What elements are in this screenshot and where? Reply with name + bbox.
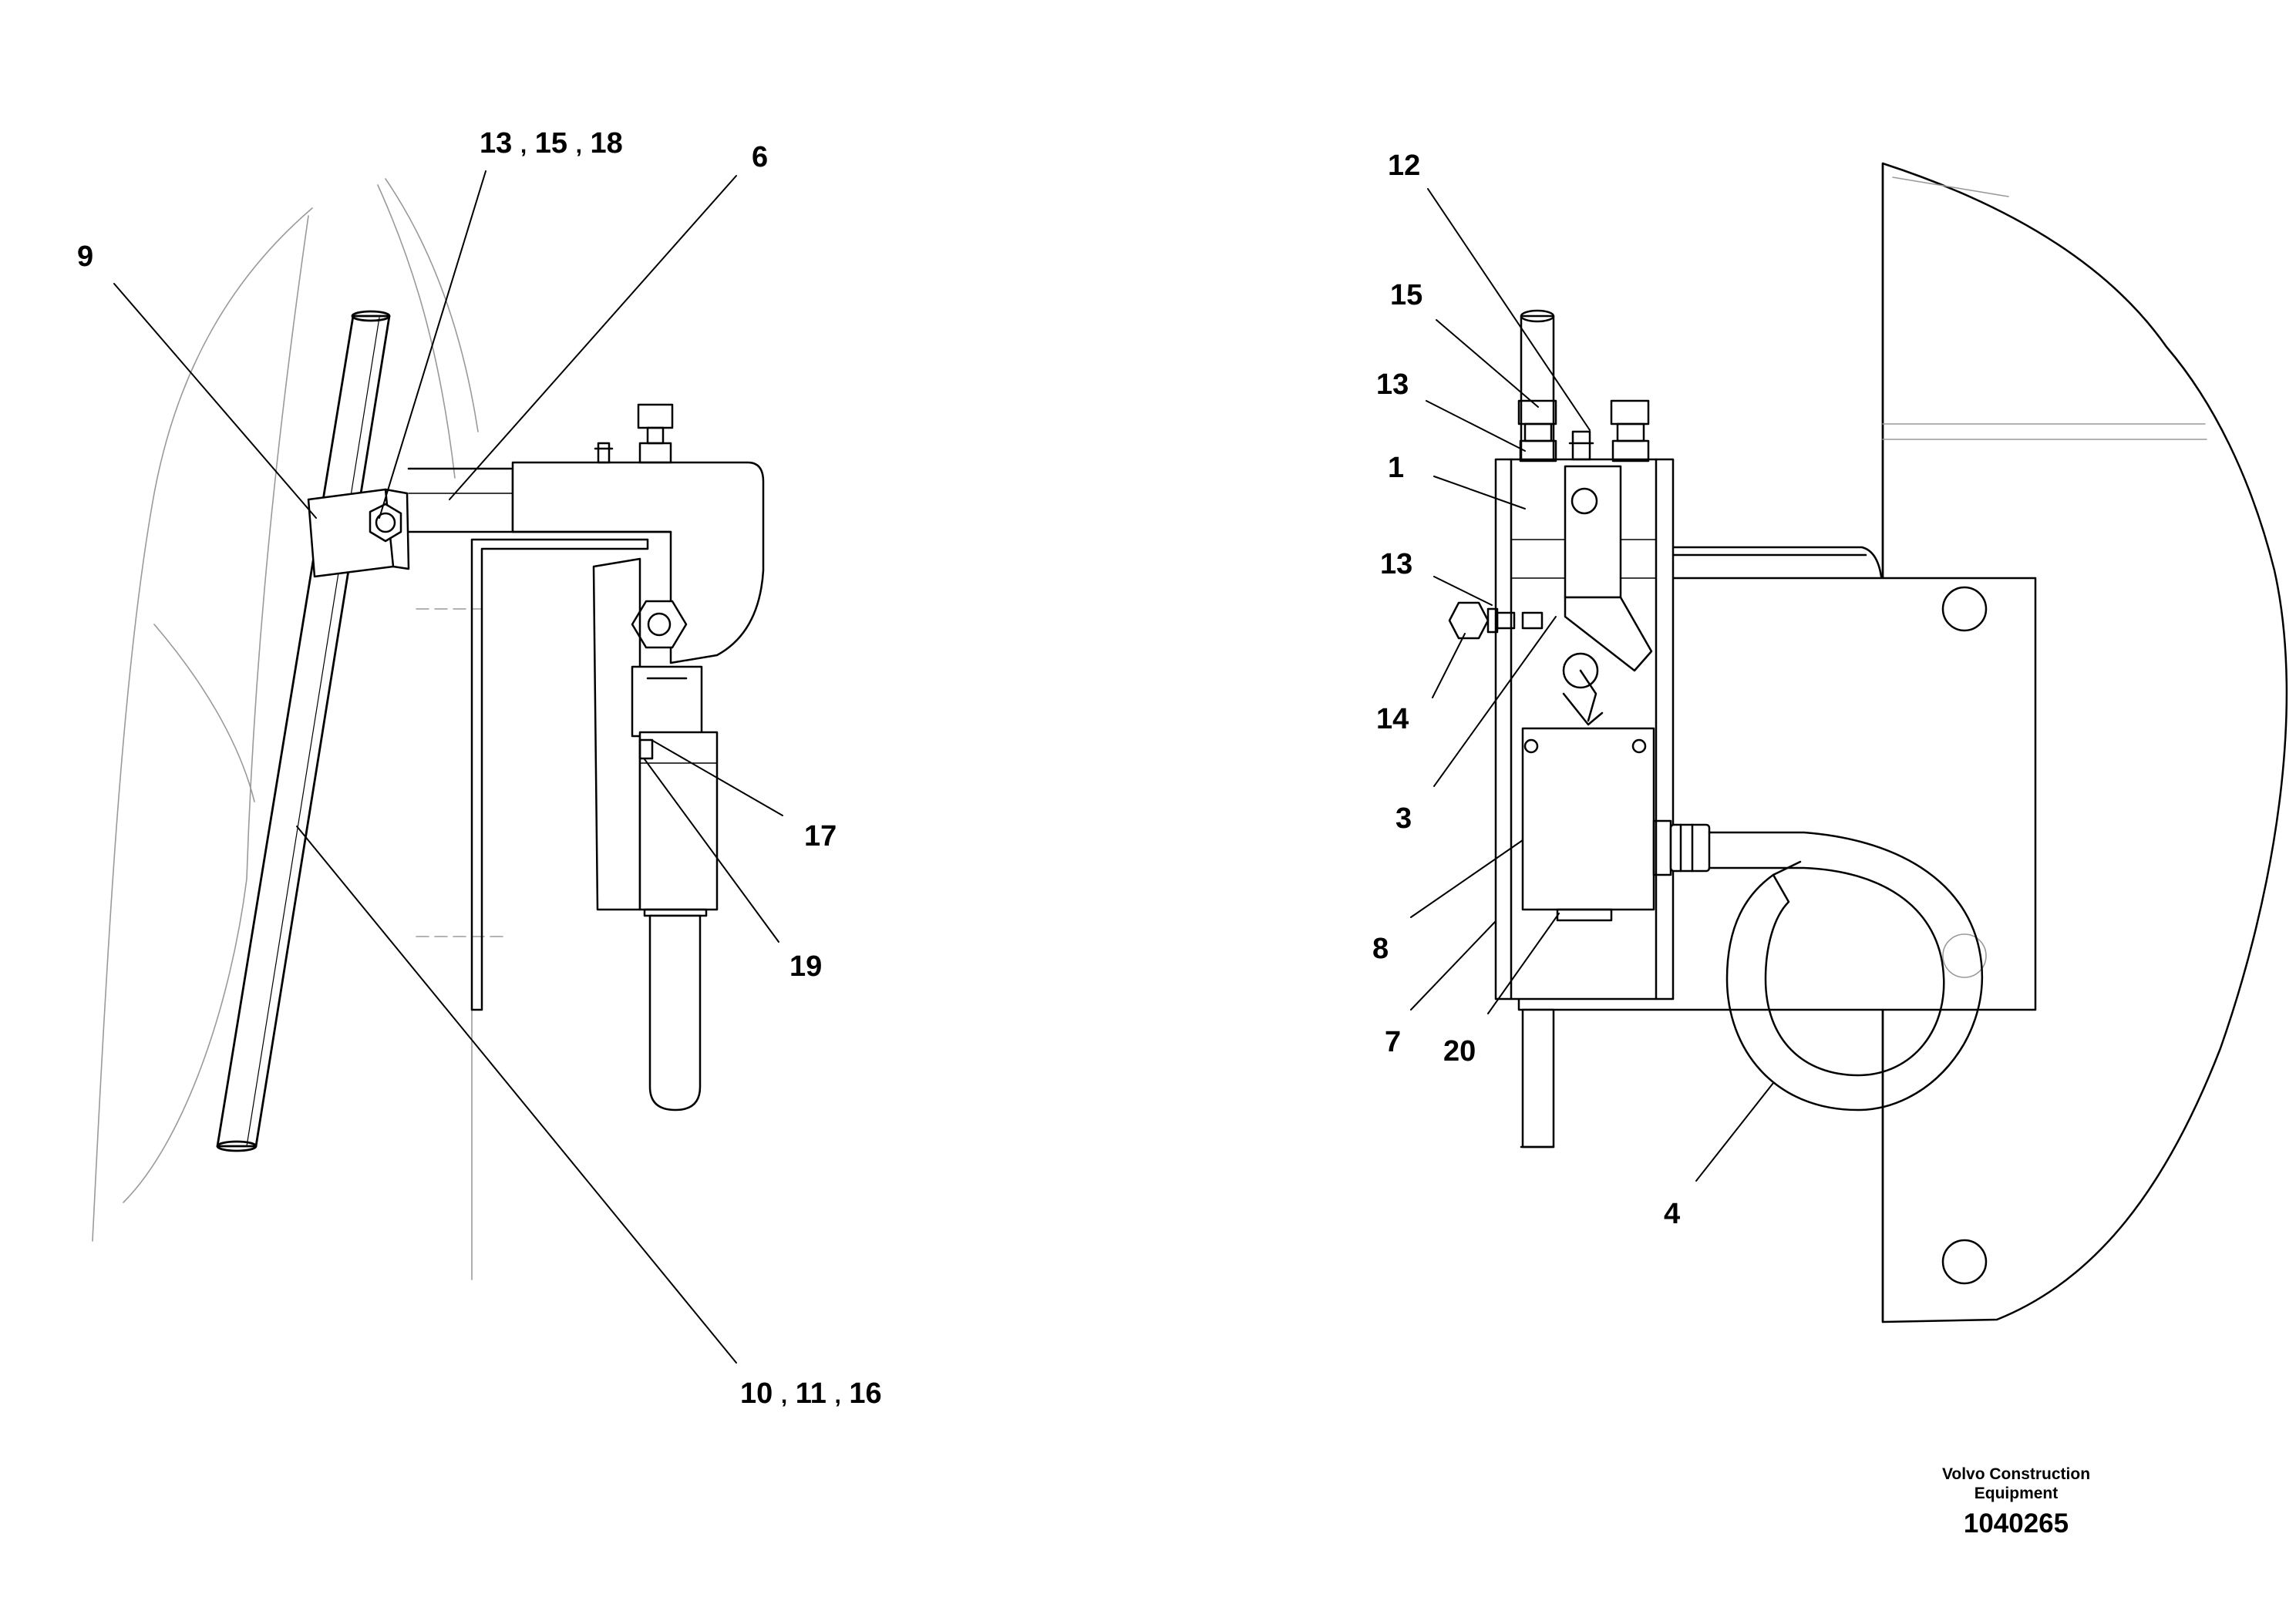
- callout-11: 11: [795, 1377, 826, 1410]
- callout-13: 13: [480, 127, 513, 160]
- leader-lines: [113, 170, 783, 1364]
- drawing-number: 1040265: [1963, 1508, 2069, 1539]
- company-name: Volvo Construction Equipment: [1904, 1465, 2128, 1503]
- vertical-rod-part: [1520, 309, 1555, 1148]
- background-panel-outline: [92, 178, 510, 1280]
- callout-separator: ,: [834, 1383, 841, 1408]
- company-name-line2: Equipment: [1974, 1485, 2059, 1503]
- rod-clamp-part: [307, 488, 410, 578]
- l-plate-part: [470, 538, 649, 1011]
- micro-switch-part: [1521, 727, 1655, 922]
- callout-9: 9: [77, 240, 94, 273]
- leader-lines: [1410, 188, 1774, 1182]
- company-name-line1: Volvo Construction: [1941, 1465, 2091, 1483]
- callout-20: 20: [1443, 1035, 1476, 1068]
- callout-6: 6: [752, 141, 769, 173]
- callout-4: 4: [1664, 1198, 1681, 1230]
- callout-12: 12: [1388, 150, 1421, 182]
- rod-part: [216, 310, 391, 1152]
- callout-10-11-16: 10 , 11 , 16: [740, 1379, 882, 1408]
- sensor-body-part: [631, 665, 719, 1111]
- callout-16: 16: [849, 1377, 882, 1410]
- callout-3: 3: [1395, 802, 1412, 835]
- callout-separator: ,: [780, 1383, 788, 1408]
- callout-13-right-top: 13: [1376, 368, 1409, 401]
- left-view: [92, 170, 783, 1364]
- callout-17: 17: [804, 820, 837, 853]
- connecting-arm-part: [407, 467, 514, 533]
- callout-8: 8: [1372, 933, 1389, 965]
- right-view: [1410, 162, 2288, 1323]
- side-bolt-part: [1448, 601, 1544, 640]
- callout-15: 15: [534, 127, 568, 160]
- callout-14: 14: [1376, 703, 1409, 735]
- cable-loop-part: [1652, 819, 1984, 1111]
- callout-13-right-mid: 13: [1380, 548, 1413, 580]
- upper-bracket-part: [511, 403, 765, 664]
- callout-separator: ,: [520, 133, 527, 158]
- callout-18: 18: [590, 127, 623, 160]
- callout-separator: ,: [575, 133, 582, 158]
- callout-10: 10: [740, 1377, 773, 1410]
- callout-1: 1: [1388, 452, 1405, 484]
- callout-15-right: 15: [1390, 279, 1423, 311]
- callout-13-15-18: 13 , 15 , 18: [480, 129, 623, 158]
- callout-7: 7: [1385, 1026, 1402, 1058]
- callout-19: 19: [789, 950, 823, 983]
